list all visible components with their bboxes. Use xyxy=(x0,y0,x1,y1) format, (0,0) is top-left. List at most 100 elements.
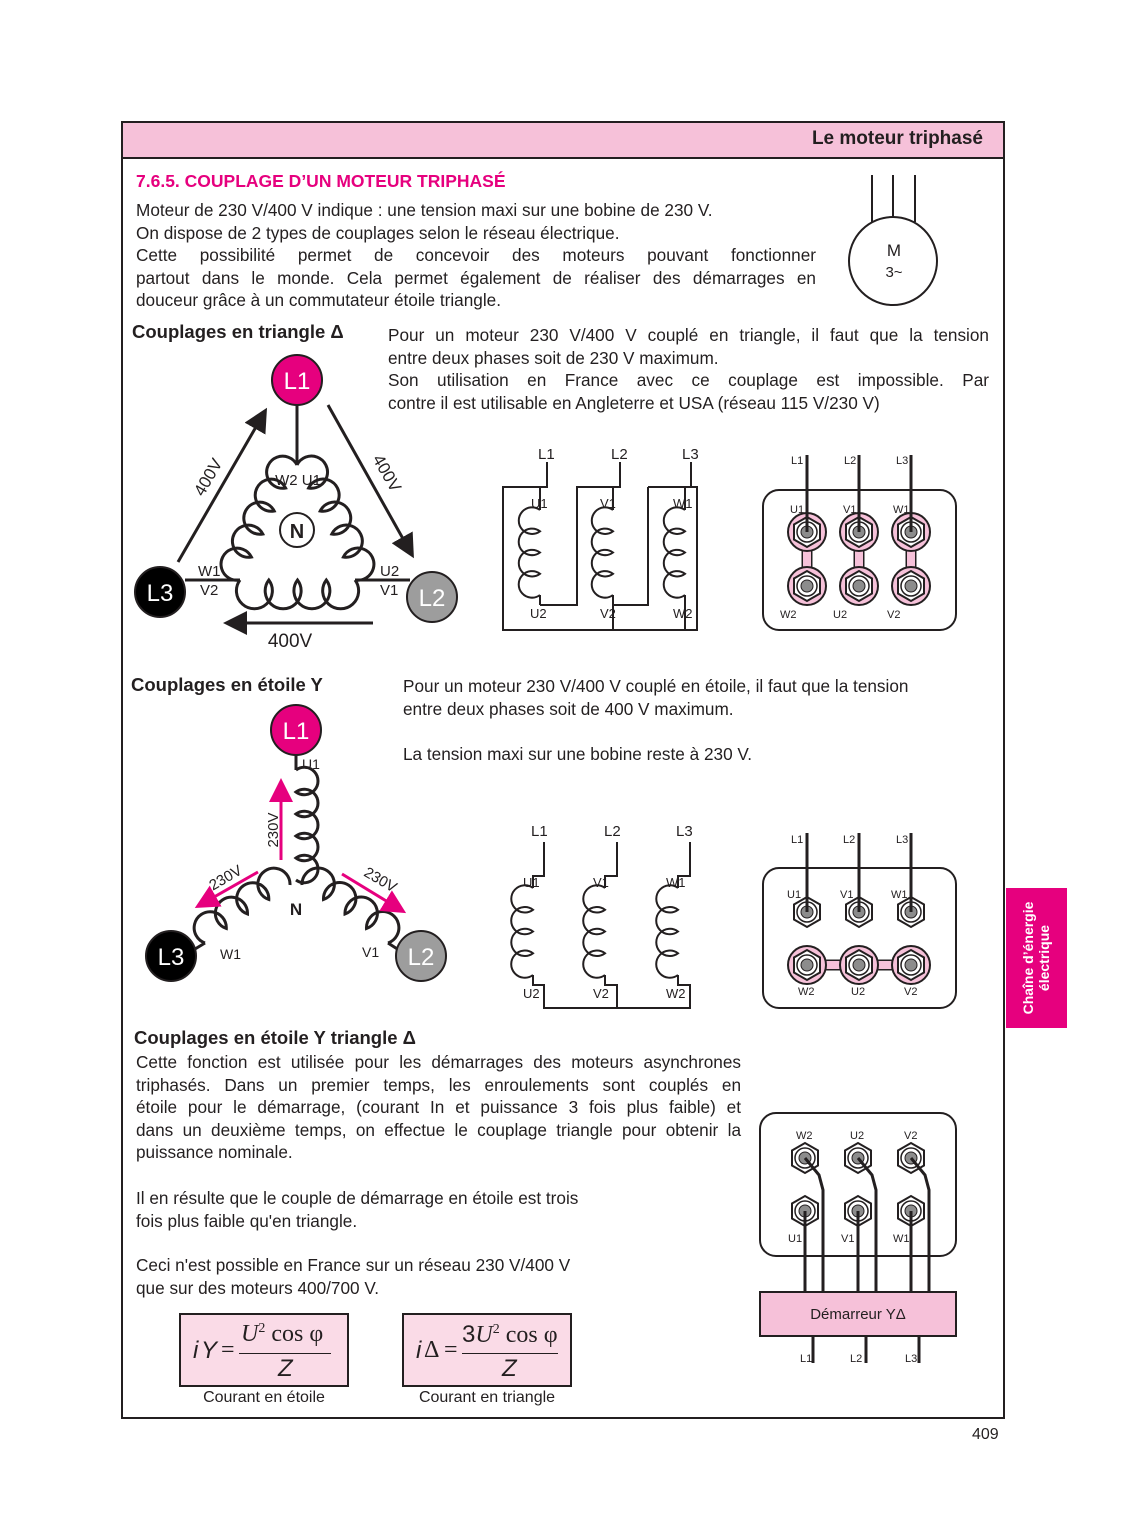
voltage-arrow-right xyxy=(341,872,407,914)
line-label-l1: L1 xyxy=(791,834,803,846)
terminal-label-v1: V1 xyxy=(380,582,398,599)
star-note: La tension maxi sur une bobine reste à 2… xyxy=(403,744,753,764)
line-label-l3: L3 xyxy=(676,823,693,840)
terminal-label-v2: V2 xyxy=(200,582,218,599)
terminal-nut xyxy=(891,945,931,985)
phase-l1-node xyxy=(271,354,323,406)
formula-star-caption: Courant en étoile xyxy=(203,1389,325,1406)
starter-line-l1: L1 xyxy=(800,1353,812,1365)
triangle-paragraph: Pour un moteur 230 V/400 V couplé en tri… xyxy=(388,324,989,414)
phase-l3-node xyxy=(134,566,186,618)
terminal-label-w1: W1 xyxy=(198,563,221,580)
formula-denominator: Z xyxy=(502,1355,517,1382)
winding-coil xyxy=(590,506,615,599)
chapter-tab-line1: Chaîne d’énergie xyxy=(1020,901,1036,1015)
line-label-l2: L2 xyxy=(604,823,621,840)
star-triangle-heading: Couplages en étoile Y triangle Δ xyxy=(134,1027,416,1048)
terminal-label-w2: W2 xyxy=(780,609,797,621)
star-triangle-paragraph-1: Cette fonction est utilisée pour les dém… xyxy=(136,1051,741,1164)
text-line: triphasés. Dans un premier temps, les en… xyxy=(136,1074,741,1095)
formula-lhs-i: i xyxy=(193,1337,199,1364)
page-frame xyxy=(121,121,1005,1419)
star-heading: Couplages en étoile Y xyxy=(131,674,323,695)
terminal-label-u2: U2 xyxy=(523,986,540,1001)
text-line: que sur des moteurs 400/700 V. xyxy=(136,1277,380,1298)
phase-l3-node xyxy=(145,930,197,982)
phase-l1-label: L1 xyxy=(283,718,310,745)
triangle-heading: Couplages en triangle Δ xyxy=(132,321,344,342)
neutral-label: N xyxy=(290,900,302,919)
terminal-label-u1: U1 xyxy=(788,1233,802,1245)
terminal-label-v1: V1 xyxy=(600,496,616,511)
section-title: 7.6.5. COUPLAGE D’UN MOTEUR TRIPHASÉ xyxy=(136,171,506,191)
line-label-l1: L1 xyxy=(531,823,548,840)
formula-equals: = xyxy=(444,1337,458,1363)
terminal-label-u2: U2 xyxy=(833,609,847,621)
star-winding-diagram: L1 L2 L3 U1 V1 W1 U2 V2 W2 xyxy=(510,823,693,1009)
line-label-l1: L1 xyxy=(791,455,803,467)
terminal-box-triangle: L1 L2 L3 U1 V1 W1 W2 U2 V2 xyxy=(762,455,957,631)
triangle-diagram: N L1 L3 L2 400V 400V 400V W2 U1 W1 V2 U2… xyxy=(134,354,458,652)
intro-paragraph: Moteur de 230 V/400 V indique : une tens… xyxy=(136,199,816,312)
terminal-nut xyxy=(839,945,879,985)
star-triangle-paragraph-2: Il en résulte que le couple de démarrage… xyxy=(136,1187,578,1232)
voltage-arrow-left xyxy=(176,407,267,563)
terminal-label-u2: U2 xyxy=(530,606,547,621)
text-line: fois plus faible qu'en triangle. xyxy=(136,1210,358,1231)
wire xyxy=(856,1157,878,1292)
terminal-label-u1: U1 xyxy=(531,496,548,511)
formula-star-current: i Y = U2 cos φ Z xyxy=(179,1313,349,1387)
terminal-label-w1: W1 xyxy=(893,504,910,516)
terminal-label-v1: V1 xyxy=(843,504,856,516)
formula-cos: cos φ xyxy=(499,1322,558,1348)
terminal-nut xyxy=(787,566,827,606)
text-line: Cette possibilité permet de concevoir de… xyxy=(136,245,816,266)
phase-l3-label: L3 xyxy=(147,580,174,607)
line-label-l1: L1 xyxy=(538,446,555,463)
formula-numerator: 3U2 cos φ xyxy=(462,1321,558,1349)
terminal-label-w1: W1 xyxy=(673,496,693,511)
star-diagram: L1 L3 L2 N U1 W1 V1 230V 230V 230V xyxy=(145,704,447,982)
terminal-label-u2: U2 xyxy=(850,1130,864,1142)
terminal-label-w1: W1 xyxy=(220,946,241,962)
line-label-l2: L2 xyxy=(844,455,856,467)
terminal-label-w1: W1 xyxy=(666,875,686,890)
text-line: Cette fonction est utilisée pour les dém… xyxy=(136,1052,741,1072)
formula-cos: cos φ xyxy=(265,1321,324,1347)
text-line: douceur grâce à un commutateur étoile tr… xyxy=(136,290,501,311)
line-label-l2: L2 xyxy=(611,446,628,463)
terminal-label-v1: V1 xyxy=(593,875,609,890)
phase-l2-node xyxy=(395,930,447,982)
page-number: 409 xyxy=(972,1426,999,1443)
terminal-label-u2: U2 xyxy=(851,986,865,998)
text-line: entre deux phases soit de 400 V maximum. xyxy=(403,698,734,719)
starter-label: Démarreur YΔ xyxy=(810,1306,906,1323)
line-label-l3: L3 xyxy=(896,455,908,467)
terminal-label-w2: W2 xyxy=(796,1130,813,1142)
terminal-box-star: L1 L2 L3 U1 V1 W1 W2 U2 V2 xyxy=(762,833,957,1009)
terminal-label-top: W2 U1 xyxy=(275,472,321,489)
formula-lhs-symbol: Y xyxy=(201,1337,218,1364)
terminal-label-u1: U1 xyxy=(787,889,801,901)
terminal-label-u1: U1 xyxy=(302,756,320,772)
text-line: On dispose de 2 types de couplages selon… xyxy=(136,222,620,243)
terminal-label-w2: W2 xyxy=(673,606,693,621)
terminal-label-w2: W2 xyxy=(666,986,686,1001)
triangle-winding-diagram: L1 L2 L3 U1 V1 W1 U2 V2 W2 xyxy=(502,446,699,631)
starter-line-l3: L3 xyxy=(905,1353,917,1365)
terminal-label-v2: V2 xyxy=(904,1130,917,1142)
formula-lhs-symbol: Δ xyxy=(424,1337,440,1363)
formula-triangle-caption: Courant en triangle xyxy=(418,1389,556,1406)
voltage-label-left: 400V xyxy=(190,455,227,499)
text-line: dans un deuxième temps, on effectue le c… xyxy=(136,1119,741,1140)
terminal-label-v1: V1 xyxy=(840,889,853,901)
terminal-label-u1: U1 xyxy=(790,504,804,516)
phase-l1-label: L1 xyxy=(284,368,311,395)
neutral-label: N xyxy=(290,521,304,543)
wire xyxy=(803,1157,825,1292)
text-line: Ceci n'est possible en France sur un rés… xyxy=(136,1255,571,1275)
star-triangle-paragraph-3: Ceci n'est possible en France sur un rés… xyxy=(136,1254,570,1299)
winding-coil xyxy=(662,506,687,599)
fraction-bar xyxy=(462,1353,558,1354)
text-line: Moteur de 230 V/400 V indique : une tens… xyxy=(136,200,713,220)
